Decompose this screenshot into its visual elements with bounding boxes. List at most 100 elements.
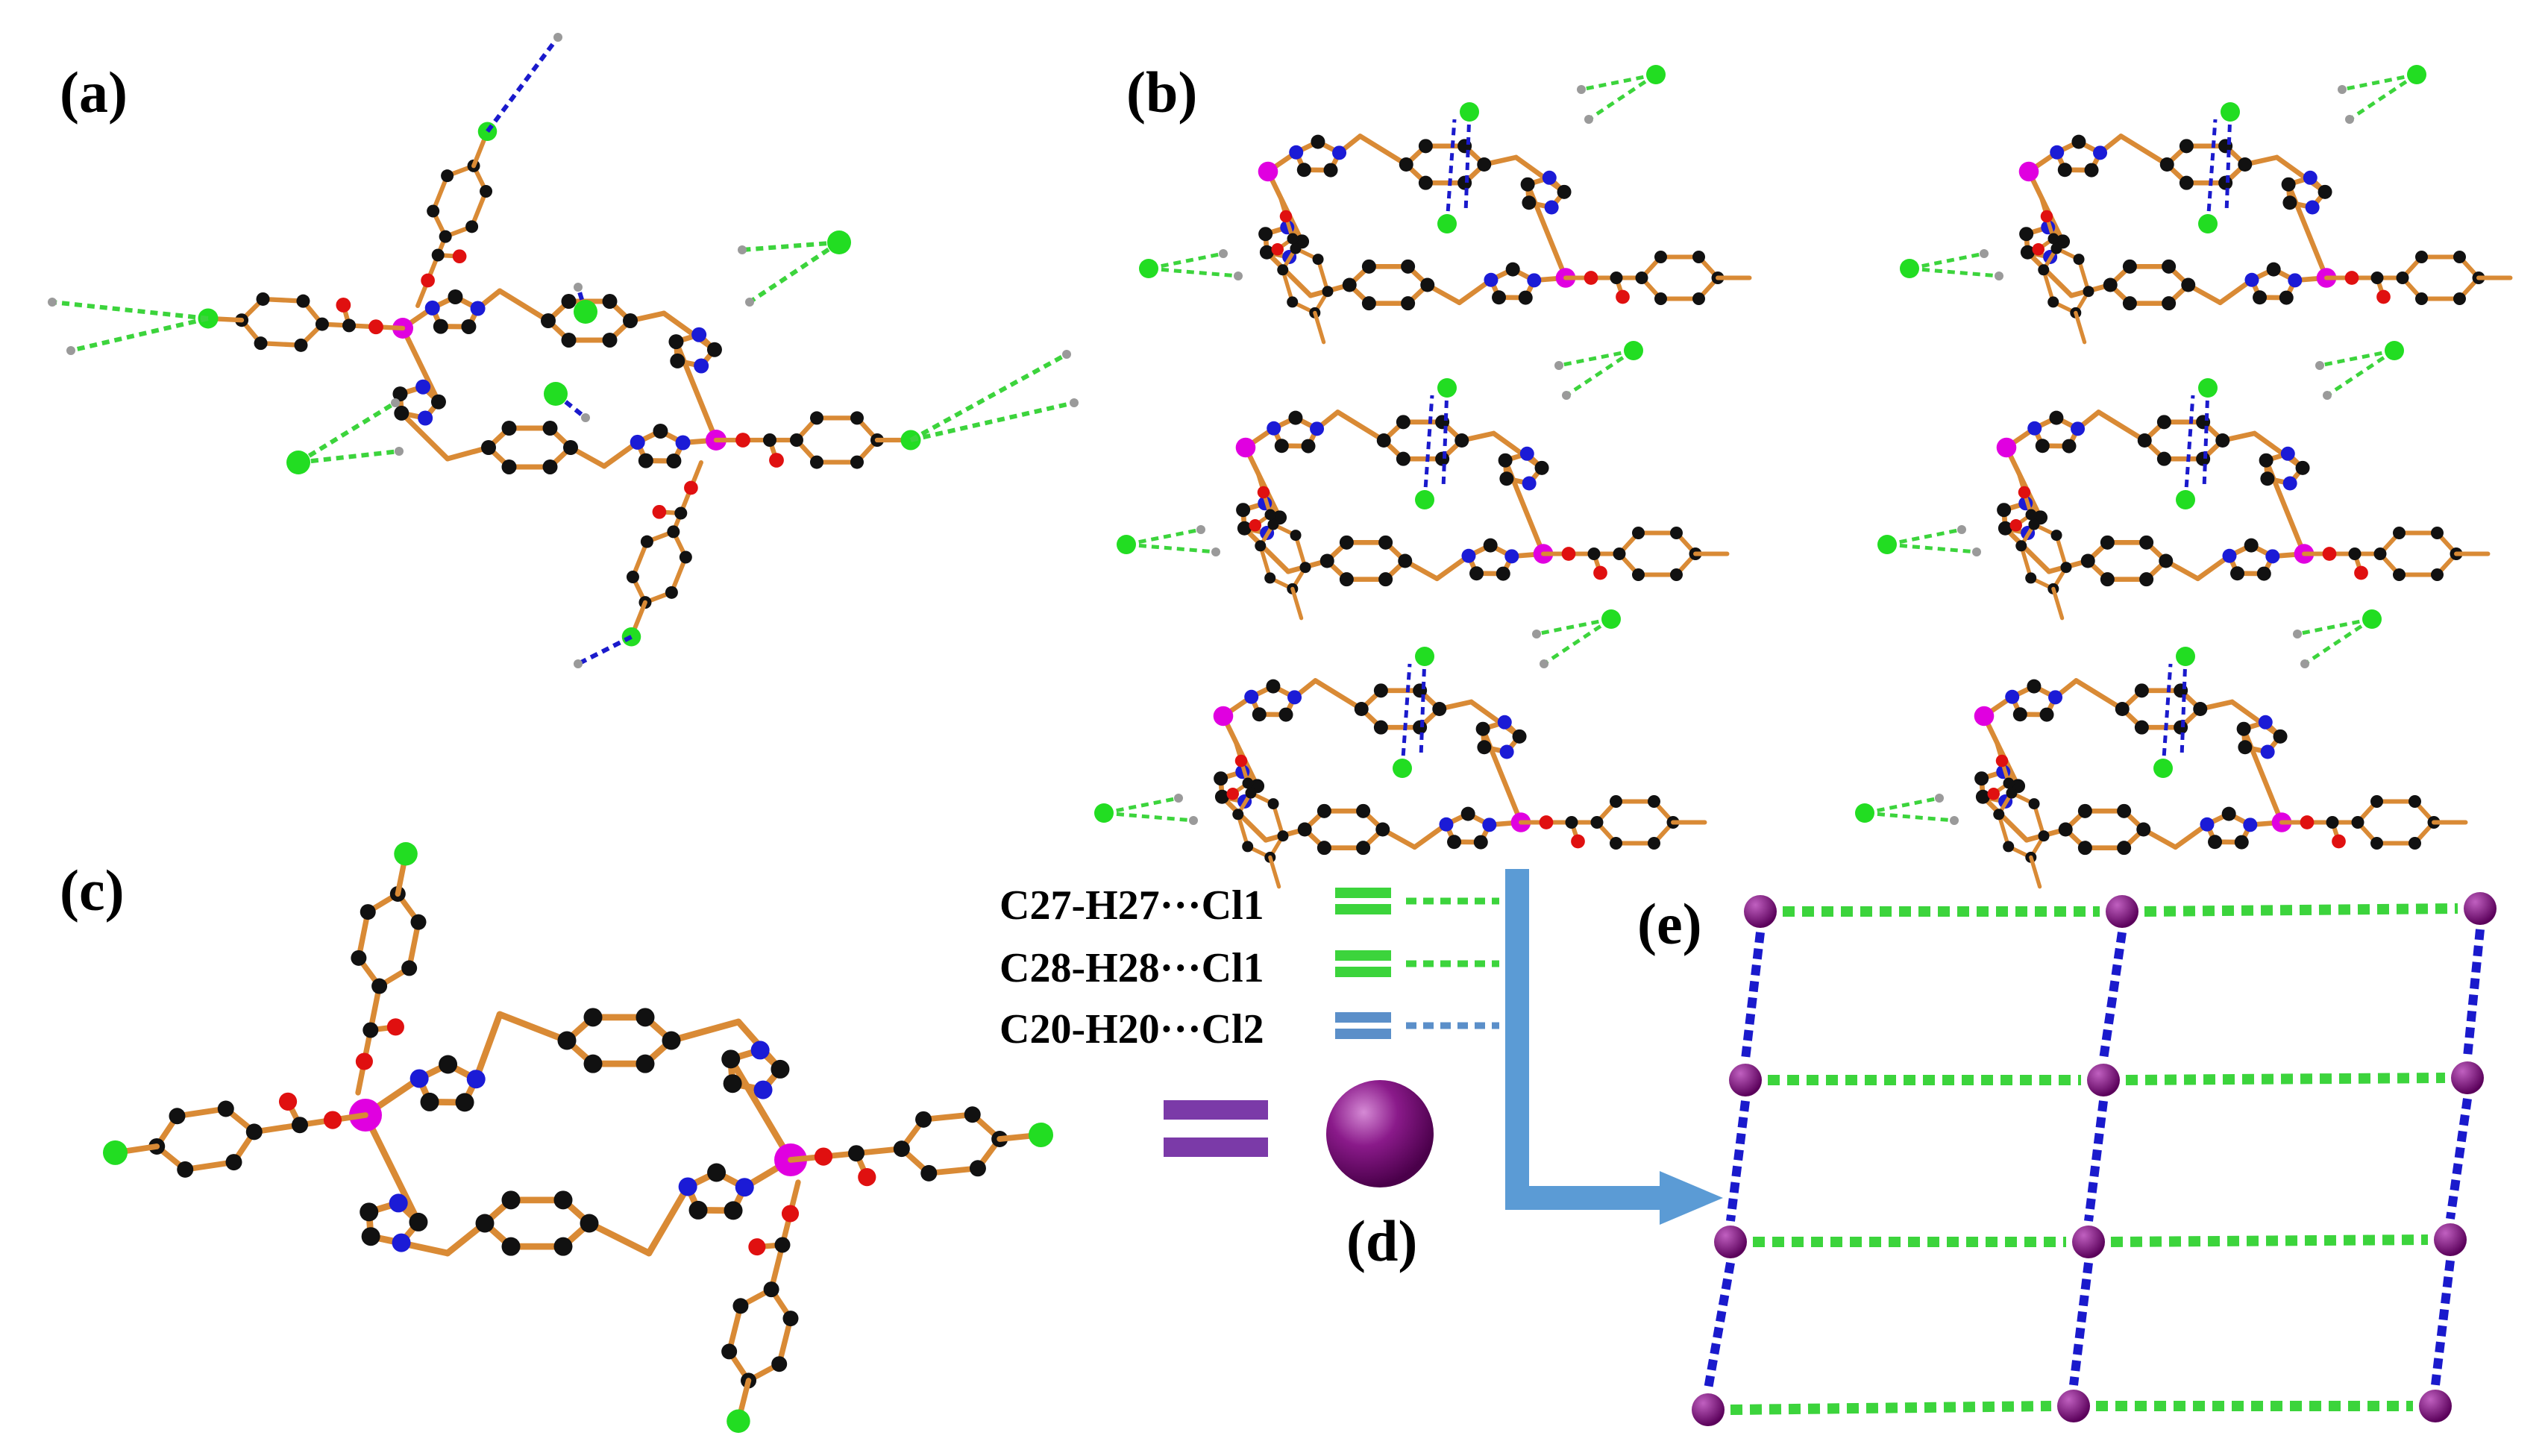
- nitrogen-atom: [1499, 744, 1514, 759]
- carbon-atom: [1290, 242, 1302, 254]
- molecule-panel-a: [48, 33, 1079, 668]
- carbon-atom: [732, 1298, 749, 1314]
- carbon-atom: [810, 411, 823, 425]
- carbon-atom: [1460, 806, 1475, 821]
- chlorine-atom: [1855, 803, 1874, 823]
- bond: [362, 1111, 422, 1226]
- nitrogen-atom: [1332, 145, 1347, 160]
- bond: [1264, 249, 1314, 298]
- carbon-atom: [430, 394, 446, 410]
- hbond: [298, 449, 400, 465]
- oxygen-atom: [368, 319, 383, 335]
- carbon-atom: [969, 1160, 986, 1177]
- hbond-green: [1730, 1401, 2052, 1415]
- carbon-atom: [2238, 157, 2253, 172]
- carbon-atom: [1277, 264, 1289, 276]
- nitrogen-atom: [2282, 476, 2297, 491]
- carbon-atom: [2396, 272, 2409, 284]
- carbon-atom: [2279, 290, 2294, 305]
- oxygen-atom: [2018, 486, 2031, 499]
- carbon-atom: [1373, 683, 1388, 698]
- carbon-atom: [1565, 816, 1578, 829]
- carbon-atom: [2253, 290, 2268, 305]
- panel-label-c: (c): [60, 858, 125, 923]
- oxygen-atom: [1257, 486, 1270, 499]
- chlorine-atom: [2362, 609, 2382, 629]
- carbon-atom: [561, 294, 577, 310]
- carbon-atom: [583, 1008, 603, 1027]
- carbon-atom: [1278, 707, 1293, 722]
- hydrogen-atom: [1234, 272, 1243, 280]
- chlorine-atom: [1437, 378, 1457, 398]
- oxygen-atom: [2300, 815, 2315, 829]
- hbond: [2224, 111, 2232, 213]
- carbon-atom: [707, 1163, 727, 1182]
- carbon-atom: [2281, 177, 2296, 192]
- carbon-atom: [706, 342, 722, 357]
- carbon-atom: [1512, 729, 1527, 744]
- carbon-atom: [810, 455, 823, 469]
- carbon-atom: [665, 586, 678, 599]
- carbon-atom: [2028, 798, 2040, 810]
- carbon-atom: [2039, 707, 2054, 722]
- carbon-atom: [392, 386, 408, 402]
- carbon-atom: [1297, 822, 1312, 837]
- hydrogen-atom: [1211, 547, 1220, 556]
- carbon-atom: [850, 455, 864, 469]
- nitrogen-atom: [2048, 690, 2063, 705]
- oxygen-atom: [814, 1147, 833, 1166]
- bond: [1313, 678, 1364, 712]
- carbon-atom: [2134, 720, 2149, 735]
- bond: [1290, 586, 1304, 621]
- carbon-atom: [1654, 251, 1667, 264]
- carbon-atom: [2003, 777, 2015, 789]
- oxygen-atom: [2032, 243, 2045, 256]
- carbon-atom: [2019, 227, 2034, 242]
- carbon-atom: [2020, 245, 2035, 260]
- hydrogen-atom: [1554, 361, 1563, 370]
- carbon-atom: [1692, 251, 1705, 264]
- oxygen-atom: [278, 1092, 298, 1111]
- carbon-atom: [481, 440, 496, 455]
- carbon-atom: [296, 294, 310, 308]
- carbon-atom: [2370, 272, 2384, 284]
- hydrogen-atom: [2315, 361, 2324, 370]
- carbon-atom: [410, 914, 427, 930]
- nitrogen-atom: [1542, 170, 1557, 185]
- carbon-atom: [1274, 439, 1289, 454]
- carbon-atom: [360, 1202, 379, 1222]
- carbon-atom: [2409, 795, 2421, 809]
- carbon-atom: [721, 1049, 741, 1069]
- equals-sign: [1164, 1100, 1268, 1157]
- carbon-atom: [1361, 259, 1376, 274]
- chlorine-atom: [827, 230, 851, 254]
- bond: [472, 1011, 503, 1083]
- carbon-atom: [2057, 163, 2072, 178]
- oxygen-atom: [769, 453, 784, 468]
- hbond-blue: [1704, 1261, 1735, 1390]
- chlorine-atom: [2198, 378, 2218, 398]
- carbon-atom: [433, 318, 448, 334]
- hydrogen-atom: [1577, 85, 1586, 94]
- carbon-atom: [850, 411, 864, 425]
- carbon-atom: [1301, 439, 1316, 454]
- carbon-atom: [363, 1022, 379, 1038]
- oxygen-atom: [1987, 788, 2000, 800]
- bond: [776, 1315, 794, 1367]
- carbon-atom: [1214, 771, 1228, 786]
- carbon-atom: [1356, 841, 1371, 856]
- carbon-atom: [1319, 553, 1334, 568]
- carbon-atom: [2259, 453, 2273, 468]
- chlorine-atom: [1900, 259, 1919, 278]
- carbon-atom: [1401, 296, 1416, 311]
- nitrogen-atom: [389, 1193, 408, 1213]
- carbon-atom: [448, 289, 463, 305]
- metal-atom: [1235, 437, 1256, 458]
- hbond: [1103, 796, 1179, 815]
- nitrogen-atom: [2093, 145, 2108, 160]
- carbon-atom: [2077, 803, 2092, 818]
- carbon-atom: [2348, 547, 2362, 560]
- carbon-atom: [1255, 540, 1267, 552]
- carbon-atom: [1287, 233, 1299, 245]
- carbon-atom: [1401, 259, 1416, 274]
